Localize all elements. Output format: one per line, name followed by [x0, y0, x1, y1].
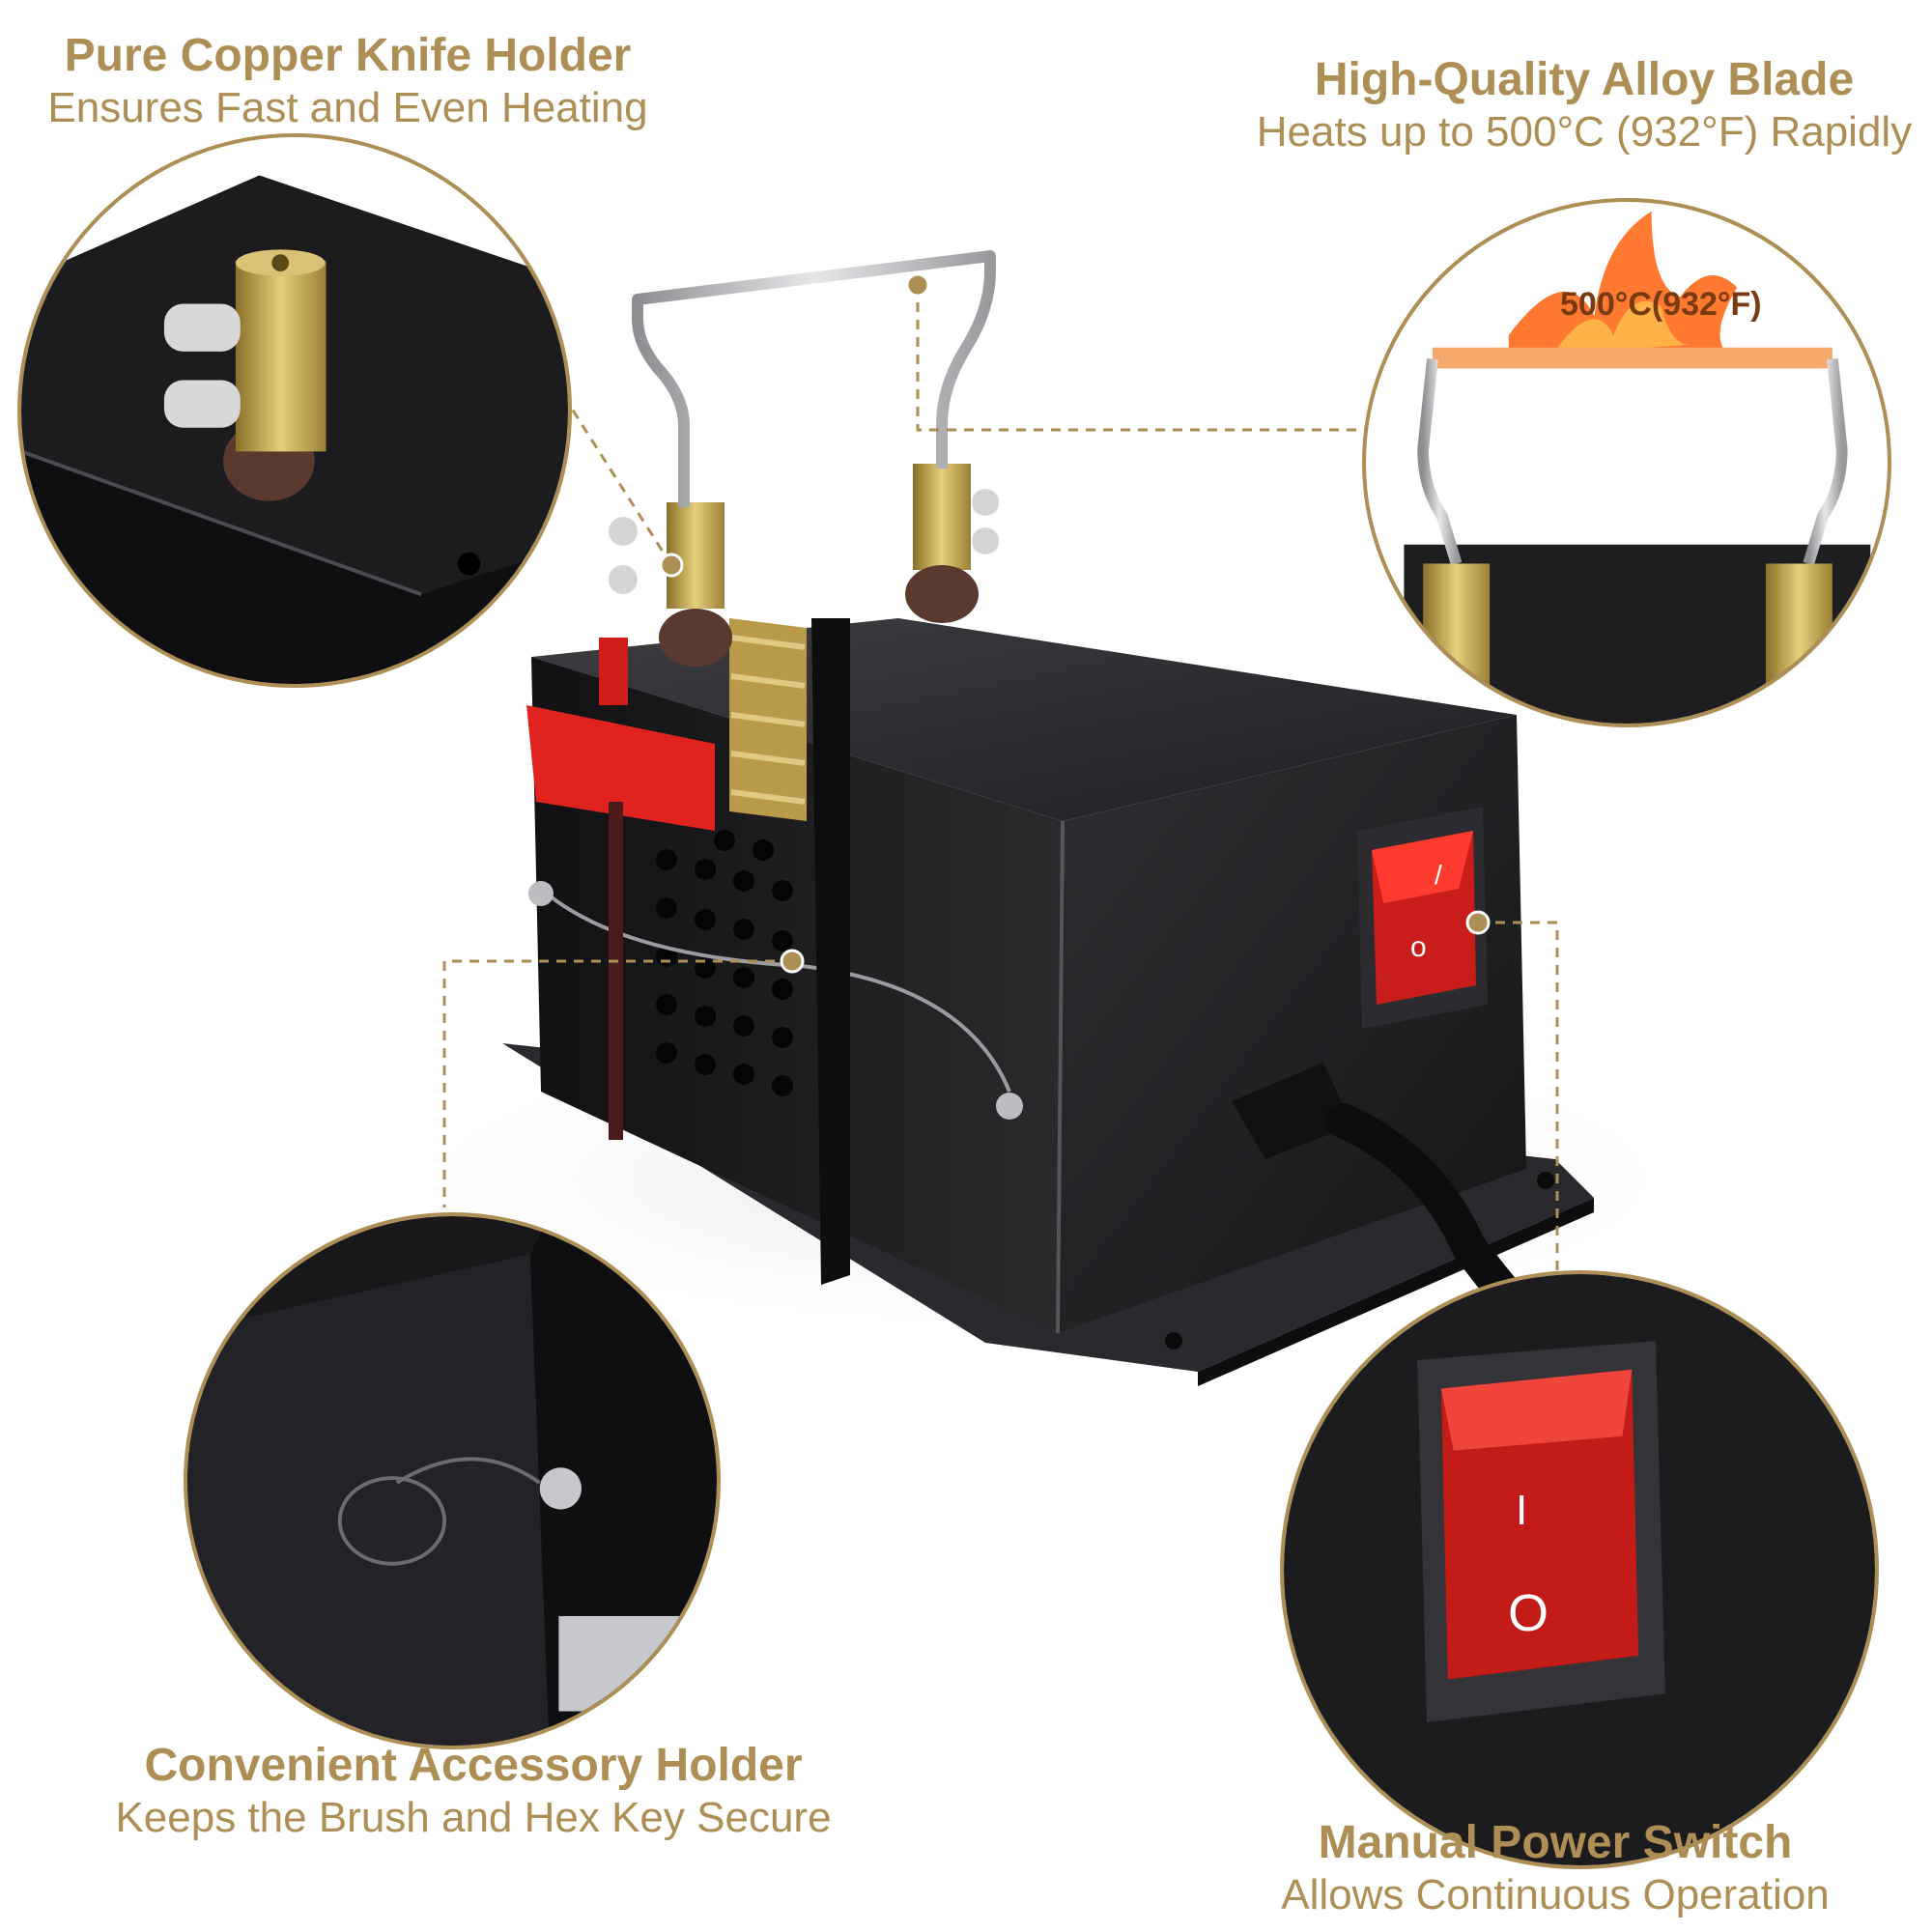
alloy-blade-callout: High-Quality Alloy Blade Heats up to 500…: [1256, 53, 1913, 157]
switch-on-mark: I: [1516, 1487, 1528, 1534]
accessory-holder-title: Convenient Accessory Holder: [144, 1740, 803, 1791]
accessory-holder-callout: Convenient Accessory Holder Keeps the Br…: [97, 1739, 850, 1843]
power-switch-callout: Manual Power Switch Allows Continuous Op…: [1227, 1816, 1884, 1920]
alloy-blade-title: High-Quality Alloy Blade: [1314, 54, 1855, 105]
copper-holder-closeup: [17, 133, 572, 688]
power-switch-title: Manual Power Switch: [1318, 1817, 1793, 1868]
copper-holder-callout: Pure Copper Knife Holder Ensures Fast an…: [29, 29, 667, 133]
blade-heat-closeup: [1362, 198, 1891, 727]
copper-holder-title: Pure Copper Knife Holder: [64, 30, 632, 81]
temperature-badge: 500°C(932°F): [1560, 286, 1762, 323]
accessory-holder-subtitle: Keeps the Brush and Hex Key Secure: [115, 1794, 832, 1841]
copper-holder-subtitle: Ensures Fast and Even Heating: [47, 84, 648, 131]
svg-text:/: /: [1435, 860, 1442, 890]
svg-text:o: o: [1410, 931, 1427, 963]
power-switch-closeup: I O: [1280, 1270, 1879, 1869]
power-switch-subtitle: Allows Continuous Operation: [1281, 1871, 1830, 1918]
switch-off-mark: O: [1508, 1584, 1549, 1642]
alloy-blade-subtitle: Heats up to 500°C (932°F) Rapidly: [1256, 108, 1913, 156]
accessory-holder-closeup: [184, 1212, 721, 1749]
